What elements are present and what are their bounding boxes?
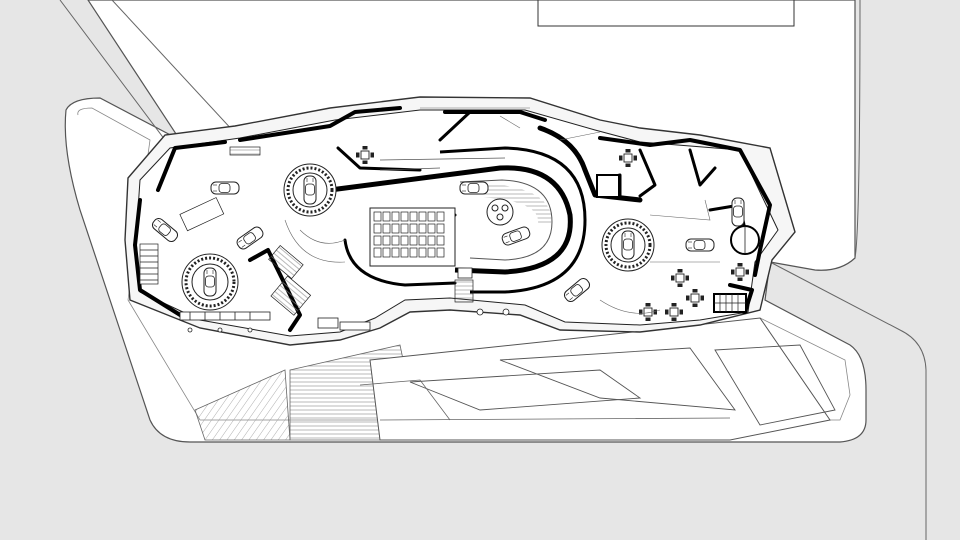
plaza-path: [379, 417, 731, 421]
core-room-grid: [714, 294, 746, 312]
car-icon: [459, 181, 489, 195]
plaza-step: [714, 344, 836, 426]
front-furniture: [179, 267, 510, 333]
road-edge: [769, 261, 927, 540]
plot-inner-edge: [77, 107, 851, 421]
round-plaza: [486, 198, 514, 226]
car-icon: [731, 197, 745, 227]
core-room: [596, 174, 620, 198]
round-plaza-dot: [496, 213, 504, 221]
plaza-step: [499, 347, 736, 411]
seat-grid-icon: [373, 211, 445, 258]
road-edge: [854, 0, 861, 259]
car-icon: [203, 267, 217, 297]
floor-area: [135, 109, 779, 337]
car-icon: [621, 230, 635, 260]
car-icon: [685, 238, 715, 252]
detail-lines: [284, 107, 720, 314]
neighbor-building: [537, 0, 795, 27]
plaza-path: [359, 379, 451, 421]
round-plaza-dot: [491, 204, 499, 212]
car-icon: [210, 181, 240, 195]
round-plaza-dot: [501, 204, 509, 212]
road-edge: [59, 0, 181, 161]
stairs: [139, 146, 474, 316]
car-icon: [303, 175, 317, 205]
